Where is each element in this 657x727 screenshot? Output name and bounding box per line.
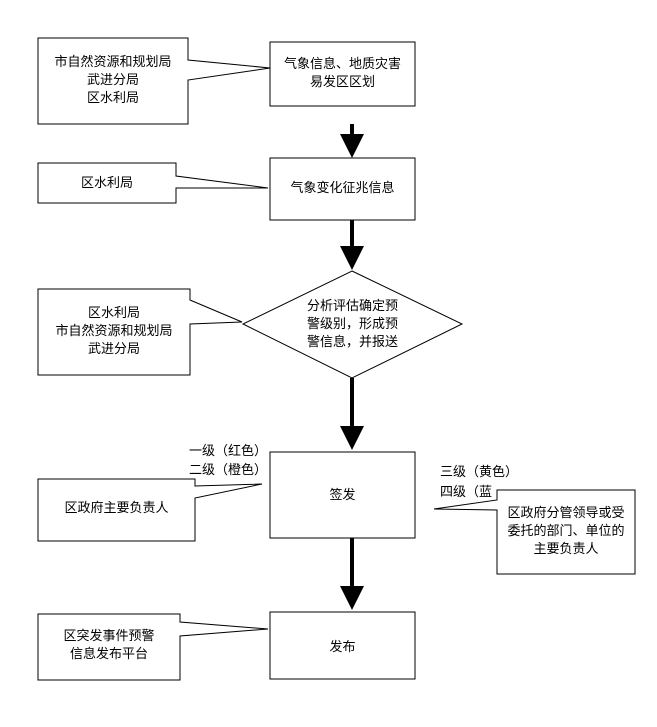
process-step-1-label: 气象信息、地质灾害 易发区区划 <box>283 57 401 90</box>
process-step-5-label: 发布 <box>329 640 356 655</box>
decision-label: 分析评估确定预 警级别，形成预 警信息，并报送 <box>306 299 398 350</box>
callout-4-label: 区政府主要负责人 <box>64 501 169 516</box>
callout-shape-3 <box>37 288 243 376</box>
process-box-2 <box>269 157 416 221</box>
process-box-5 <box>269 611 416 680</box>
callout-1-label: 市自然资源和规划局 武进分局 区水利局 <box>54 55 172 106</box>
callout-5-label: 区政府分管领导或受 委托的部门、单位的 主要负责人 <box>507 506 625 557</box>
callout-3-label: 区水利局 市自然资源和规划局 武进分局 <box>55 306 173 357</box>
callout-2-label: 区水利局 <box>80 176 133 191</box>
process-step-4-label: 签发 <box>329 488 356 503</box>
callout-shape-1 <box>37 37 271 125</box>
process-box-1 <box>269 41 416 107</box>
level-label-1: 一级（红色） <box>189 444 268 459</box>
callout-6-label: 区突发事件预警 信息发布平台 <box>63 629 155 662</box>
callout-shape-4 <box>37 478 263 542</box>
callout-shape-5 <box>433 489 636 575</box>
process-box-4 <box>269 451 416 539</box>
process-step-2-label: 气象变化征兆信息 <box>290 181 395 196</box>
level-label-2: 二级（橙色） <box>189 463 268 478</box>
callout-shape-2 <box>37 162 269 204</box>
callout-shape-6 <box>37 613 269 681</box>
level-label-4: 四级（蓝 <box>440 485 493 500</box>
level-label-3: 三级（黄色） <box>440 465 519 480</box>
